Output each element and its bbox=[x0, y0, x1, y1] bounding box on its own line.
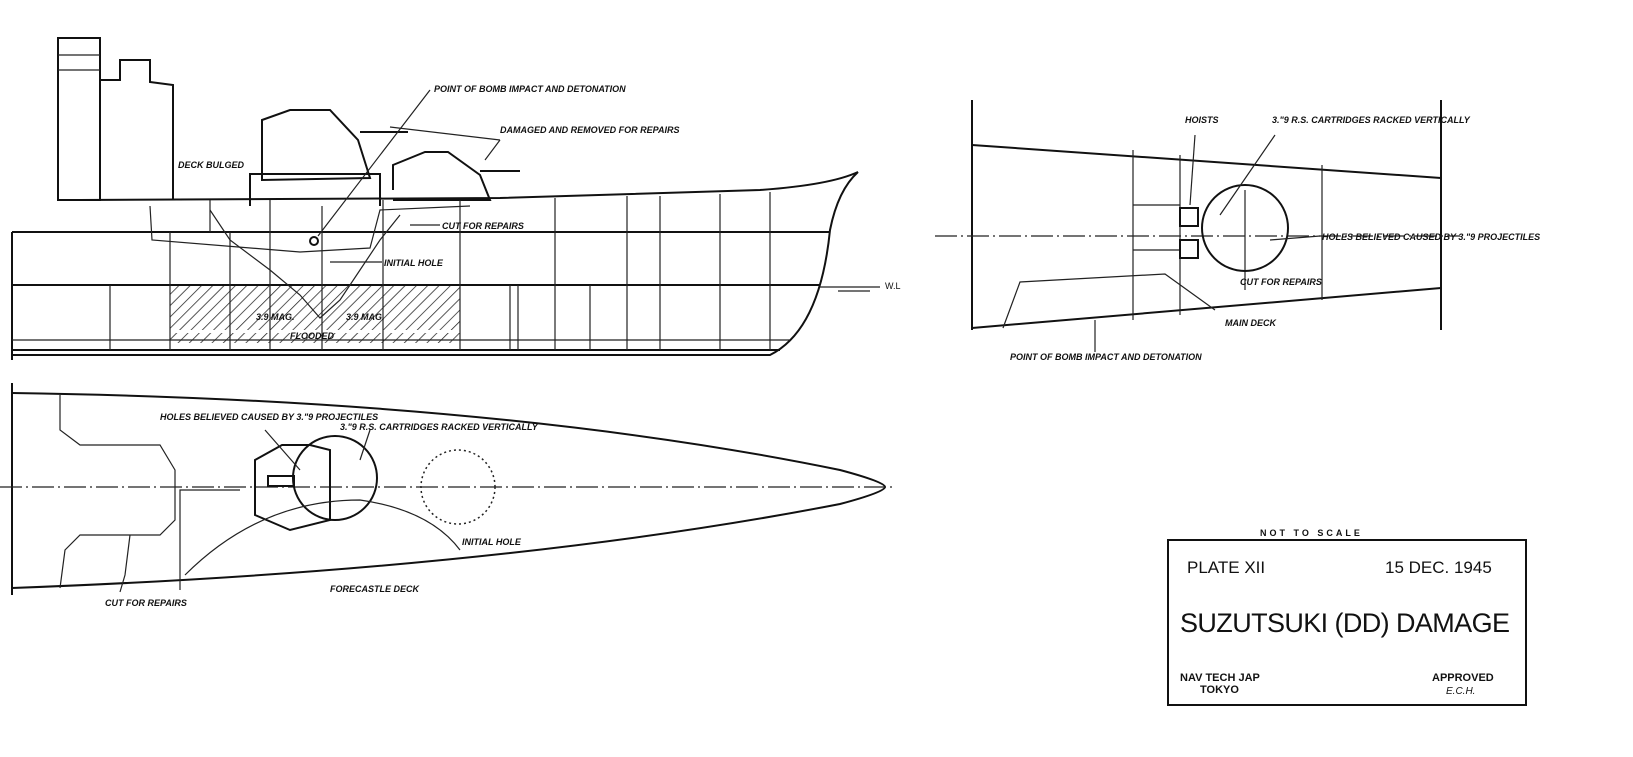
label-mag-2: 3.9 MAG. bbox=[346, 312, 385, 322]
label-flooded: FLOODED bbox=[290, 331, 334, 341]
detail-view: HOISTS 3."9 R.S. CARTRIDGES RACKED VERTI… bbox=[935, 100, 1540, 362]
deck-line bbox=[79, 171, 859, 201]
label-hoists: HOISTS bbox=[1185, 115, 1219, 125]
label-cut-for-repairs: CUT FOR REPAIRS bbox=[442, 221, 524, 231]
side-elevation: POINT OF BOMB IMPACT AND DETONATION DAMA… bbox=[11, 37, 901, 360]
org: NAV TECH JAP bbox=[1180, 672, 1260, 684]
gun-turret-1 bbox=[261, 109, 372, 182]
approver: E.C.H. bbox=[1446, 686, 1475, 697]
scale-note: NOT TO SCALE bbox=[1260, 528, 1363, 538]
plate-number: PLATE XII bbox=[1187, 558, 1265, 577]
label-bomb-impact: POINT OF BOMB IMPACT AND DETONATION bbox=[434, 84, 626, 94]
label-cartridges: 3."9 R.S. CARTRIDGES RACKED VERTICALLY bbox=[340, 422, 539, 432]
title-block: NOT TO SCALE PLATE XII 15 DEC. 1945 SUZU… bbox=[1167, 528, 1527, 706]
label-damaged: DAMAGED AND REMOVED FOR REPAIRS bbox=[500, 125, 680, 135]
drawing-title: SUZUTSUKI (DD) DAMAGE bbox=[1180, 608, 1510, 638]
gun-mount bbox=[254, 444, 331, 532]
magazine-circle-detail bbox=[1201, 184, 1289, 272]
label-cartridges-detail: 3."9 R.S. CARTRIDGES RACKED VERTICALLY bbox=[1272, 115, 1471, 125]
label-initial-hole-plan: INITIAL HOLE bbox=[462, 537, 522, 547]
bridge bbox=[99, 59, 174, 200]
bomb-impact-marker bbox=[309, 236, 319, 246]
hoist bbox=[1179, 207, 1199, 227]
funnel bbox=[57, 37, 101, 201]
label-cut-for-repairs-detail: CUT FOR REPAIRS bbox=[1240, 277, 1322, 287]
flooded-magazine bbox=[170, 285, 460, 330]
label-waterline: W.L bbox=[885, 281, 901, 291]
plan-view: HOLES BELIEVED CAUSED BY 3."9 PROJECTILE… bbox=[0, 383, 895, 608]
cut-for-repairs-outline bbox=[149, 205, 471, 253]
label-mag-1: 3.9 MAG. bbox=[256, 312, 295, 322]
hull-profile bbox=[12, 171, 859, 356]
approved-label: APPROVED bbox=[1432, 672, 1494, 684]
label-holes-detail: HOLES BELIEVED CAUSED BY 3."9 PROJECTILE… bbox=[1322, 232, 1540, 242]
plate-date: 15 DEC. 1945 bbox=[1385, 558, 1492, 577]
city: TOKYO bbox=[1200, 684, 1239, 696]
label-initial-hole: INITIAL HOLE bbox=[384, 258, 444, 268]
label-deck-bulged: DECK BULGED bbox=[178, 160, 245, 170]
label-forecastle-deck: FORECASTLE DECK bbox=[330, 584, 421, 594]
label-cut-for-repairs-plan: CUT FOR REPAIRS bbox=[105, 598, 187, 608]
label-bomb-impact-detail: POINT OF BOMB IMPACT AND DETONATION bbox=[1010, 352, 1202, 362]
dotted-circle bbox=[420, 449, 496, 525]
label-holes: HOLES BELIEVED CAUSED BY 3."9 PROJECTILE… bbox=[160, 412, 378, 422]
flooded-hatch bbox=[170, 333, 460, 343]
label-main-deck: MAIN DECK bbox=[1225, 318, 1277, 328]
